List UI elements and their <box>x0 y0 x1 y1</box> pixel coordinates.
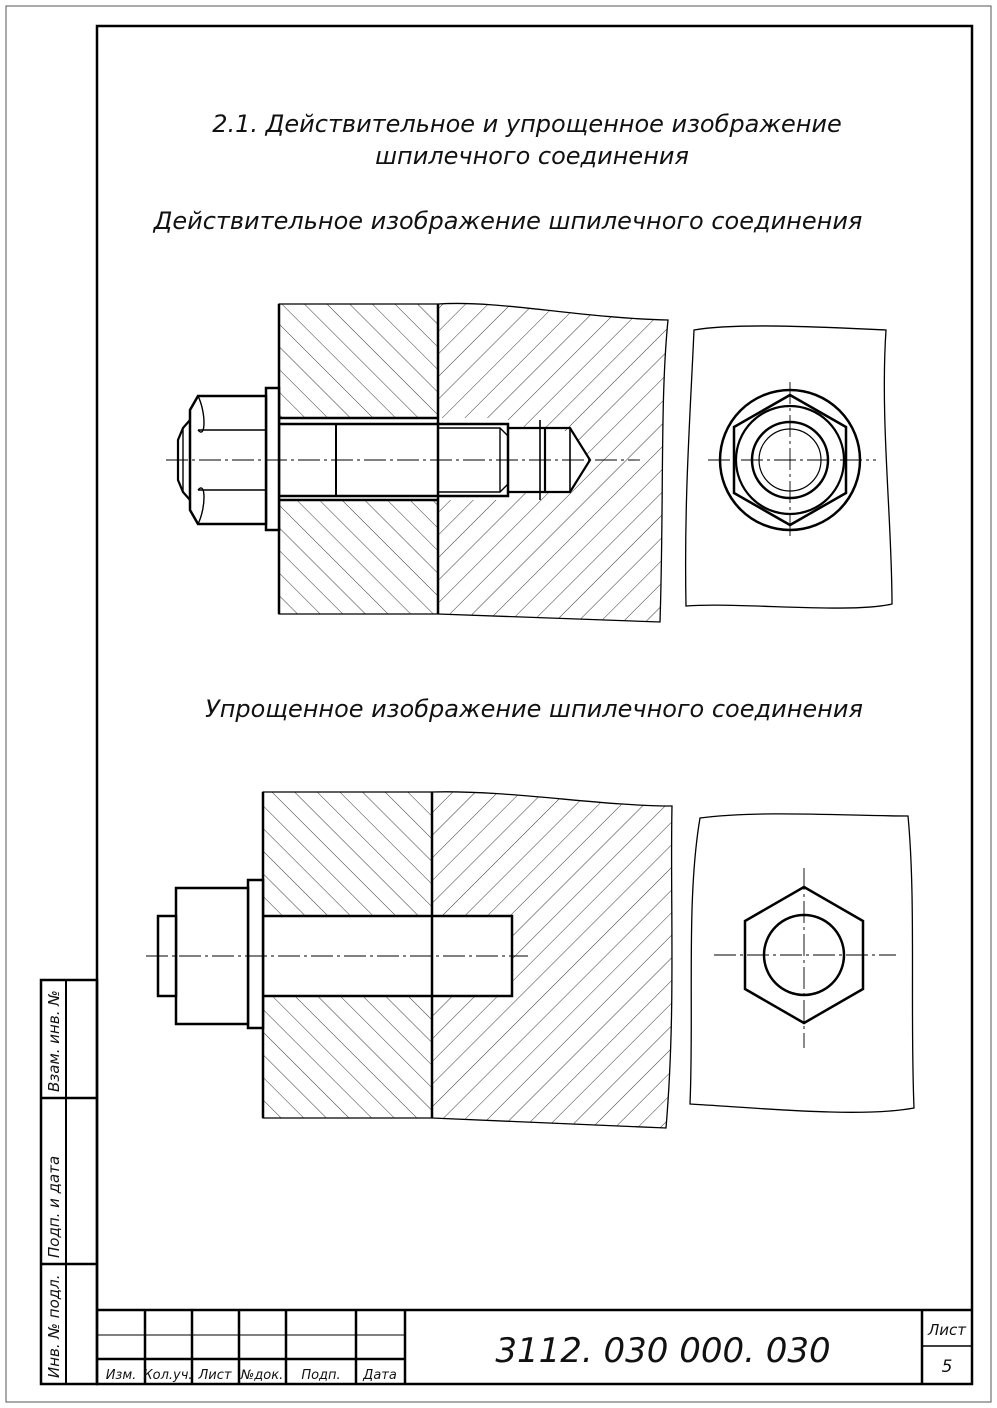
actual-joint-section <box>166 302 669 623</box>
actual-base-part <box>438 303 668 622</box>
document-code: 3112. 030 000. 030 <box>495 1331 830 1371</box>
col-data: Дата <box>362 1368 397 1383</box>
title-block: Изм. Кол.уч. Лист №док. Подп. Дата 3112.… <box>97 1308 972 1384</box>
sheet-number: 5 <box>942 1357 953 1377</box>
col-list: Лист <box>198 1368 232 1383</box>
drawing-frame <box>95 24 974 1386</box>
simplified-joint-top-view <box>689 813 915 1113</box>
sheet-title-line2: шпилечного соединения <box>375 142 689 170</box>
sheet-label: Лист <box>927 1321 967 1339</box>
actual-joint-top-view <box>684 325 893 609</box>
simplified-section-heading: Упрощенное изображение шпилечного соедин… <box>205 695 863 723</box>
actual-upper-plate <box>279 304 438 418</box>
inv-podl-label: Инв. № подл. <box>45 1275 63 1378</box>
col-podp: Подп. <box>301 1368 340 1383</box>
col-izm: Изм. <box>106 1368 137 1383</box>
outer-border <box>5 5 992 1403</box>
sign-date-label: Подп. и дата <box>45 1156 63 1258</box>
sheet-title-line1: 2.1. Действительное и упрощенное изображ… <box>212 110 842 138</box>
col-ndok: №док. <box>240 1368 283 1383</box>
side-stamp: Взам. инв. № Подп. и дата Инв. № подл. <box>39 978 99 1386</box>
actual-section-heading: Действительное изображение шпилечного со… <box>153 207 863 235</box>
col-kol-uch: Кол.уч. <box>143 1368 192 1383</box>
inv-zam-label: Взам. инв. № <box>45 990 63 1092</box>
actual-lower-plate <box>279 500 438 614</box>
simplified-joint-section <box>146 791 673 1129</box>
